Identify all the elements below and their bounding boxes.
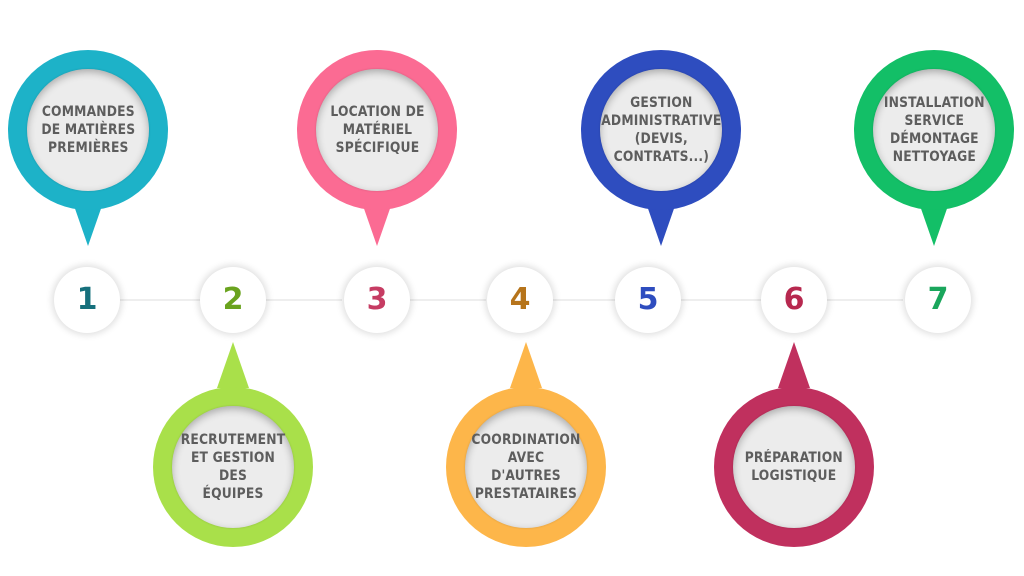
step-number-circle-5: 5: [615, 267, 681, 333]
step-card-3: Location de matériel spécifique: [297, 50, 457, 255]
timeline-connector: [827, 299, 903, 301]
step-label: Recrutement et gestion des équipes: [180, 432, 286, 502]
pin-pointer: [510, 342, 542, 388]
step-number-circle-3: 3: [344, 267, 410, 333]
step-number-circle-2: 2: [200, 267, 266, 333]
step-number: 1: [76, 282, 98, 317]
step-card-7: Installation service démontage nettoyage: [854, 50, 1014, 255]
pin-face: Recrutement et gestion des équipes: [172, 406, 294, 528]
pin-face: Préparation logistique: [733, 406, 855, 528]
timeline-connector: [681, 299, 761, 301]
step-label: Préparation logistique: [744, 450, 844, 484]
step-card-4: Coordination avec d'autres prestataires: [446, 342, 606, 547]
pin-pointer: [778, 342, 810, 388]
timeline-connector: [266, 299, 342, 301]
step-label: Location de matériel spécifique: [329, 104, 425, 156]
pin-face: Coordination avec d'autres prestataires: [465, 406, 587, 528]
timeline-connector: [553, 299, 617, 301]
step-number: 3: [366, 282, 388, 317]
timeline-connector: [410, 299, 486, 301]
step-card-2: Recrutement et gestion des équipes: [153, 342, 313, 547]
step-number: 6: [783, 282, 805, 317]
step-card-1: Commandes de matières premières: [8, 50, 168, 255]
step-number-circle-6: 6: [761, 267, 827, 333]
pin-face: Installation service démontage nettoyage: [873, 69, 995, 191]
pin-face: Gestion administrative (devis, contrats.…: [600, 69, 722, 191]
pin-face: Commandes de matières premières: [27, 69, 149, 191]
step-label: Gestion administrative (devis, contrats.…: [600, 95, 722, 165]
step-card-6: Préparation logistique: [714, 342, 874, 547]
pin-pointer: [217, 342, 249, 388]
pin-face: Location de matériel spécifique: [316, 69, 438, 191]
step-card-5: Gestion administrative (devis, contrats.…: [581, 50, 741, 255]
step-label: Commandes de matières premières: [41, 104, 135, 156]
step-number-circle-4: 4: [487, 267, 553, 333]
step-number: 5: [637, 282, 659, 317]
step-number: 2: [222, 282, 244, 317]
step-label: Coordination avec d'autres prestataires: [471, 432, 581, 502]
step-number-circle-7: 7: [905, 267, 971, 333]
step-number-circle-1: 1: [54, 267, 120, 333]
step-label: Installation service démontage nettoyage: [883, 95, 985, 165]
step-number: 4: [509, 282, 531, 317]
step-number: 7: [927, 282, 949, 317]
timeline-connector: [120, 299, 200, 301]
